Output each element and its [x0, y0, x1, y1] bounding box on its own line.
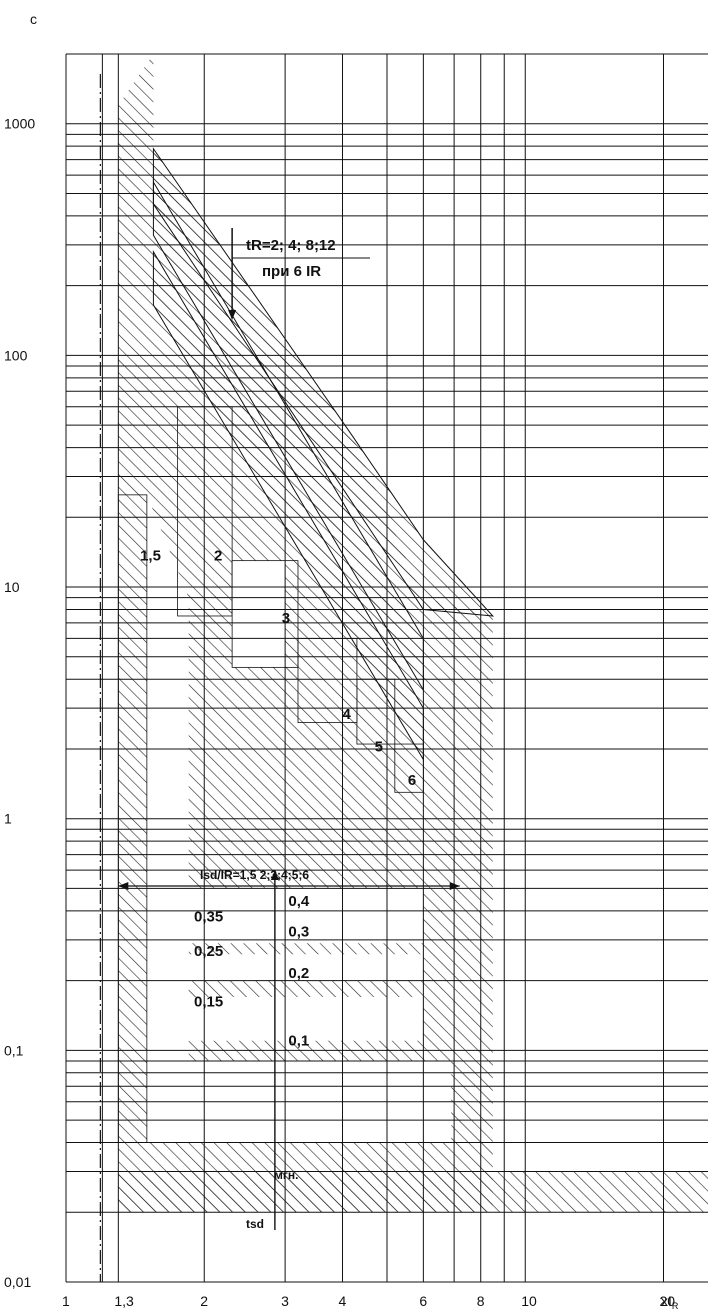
time-label: 0,35	[194, 908, 223, 925]
y-tick-label: 1000	[4, 116, 35, 132]
isd-arrow-left	[118, 882, 129, 890]
grid	[65, 53, 708, 1283]
step-label: 5	[375, 739, 383, 756]
hatched-regions	[118, 54, 708, 1213]
x-tick-label: 8	[477, 1293, 485, 1309]
step-label: 2	[214, 548, 222, 565]
x-tick-label: 4	[338, 1293, 346, 1309]
x-tick-label: 3	[281, 1293, 289, 1309]
time-label: 0,2	[288, 965, 309, 982]
tick-labels: 0,01 0,1 1 10 100 1000 1 1,3 2 3 4 6 8 10 20 1,5 2 3 4 5 6 0,…	[4, 116, 675, 1309]
step-label: 1,5	[140, 548, 161, 565]
step-2	[177, 406, 233, 617]
tsd-label: tsd	[246, 1217, 264, 1231]
x-tick-label: 1	[62, 1293, 70, 1309]
instant-band	[118, 1171, 708, 1213]
tr-arrow	[228, 310, 237, 320]
step-label: 6	[408, 772, 416, 789]
step-5	[356, 678, 396, 745]
chart-marks	[117, 228, 460, 1230]
y-tick-label: 0,1	[4, 1042, 24, 1058]
step-3	[231, 560, 299, 668]
y-tick-label: 0,01	[4, 1274, 31, 1290]
isd-label: Isd/IR=1,5 2;3;4;5;6	[200, 868, 309, 882]
time-label: 0,15	[194, 993, 223, 1010]
step-1,5	[117, 494, 148, 1143]
band-tR=8	[152, 147, 495, 617]
y-tick-label: 100	[4, 347, 28, 363]
step-label: 3	[282, 610, 290, 627]
hatch-window-1	[232, 560, 286, 668]
instant-label: мгн.	[274, 1168, 298, 1182]
y-axis-label: c	[30, 11, 37, 27]
x-tick-label: 6	[419, 1293, 427, 1309]
time-label: 0,1	[288, 1032, 309, 1049]
step-label: 4	[342, 706, 351, 723]
step-6	[394, 743, 424, 793]
tsd-arrow-up	[270, 870, 279, 880]
x-tick-label: 20	[659, 1293, 675, 1309]
tr-label: tR=2; 4; 8;12	[246, 237, 336, 254]
x-tick-label: 10	[521, 1293, 537, 1309]
x-axis-label: xIR	[661, 1293, 679, 1311]
y-tick-label: 10	[4, 579, 20, 595]
tr-sub-label: при 6 IR	[262, 263, 321, 280]
isd-arrow-right	[449, 882, 460, 890]
x-tick-label: 2	[200, 1293, 208, 1309]
time-label: 0,25	[194, 943, 223, 960]
x-tick-label: 1,3	[114, 1293, 134, 1309]
time-label: 0,4	[288, 893, 310, 910]
time-label: 0,3	[288, 924, 309, 941]
y-tick-label: 1	[4, 811, 12, 827]
